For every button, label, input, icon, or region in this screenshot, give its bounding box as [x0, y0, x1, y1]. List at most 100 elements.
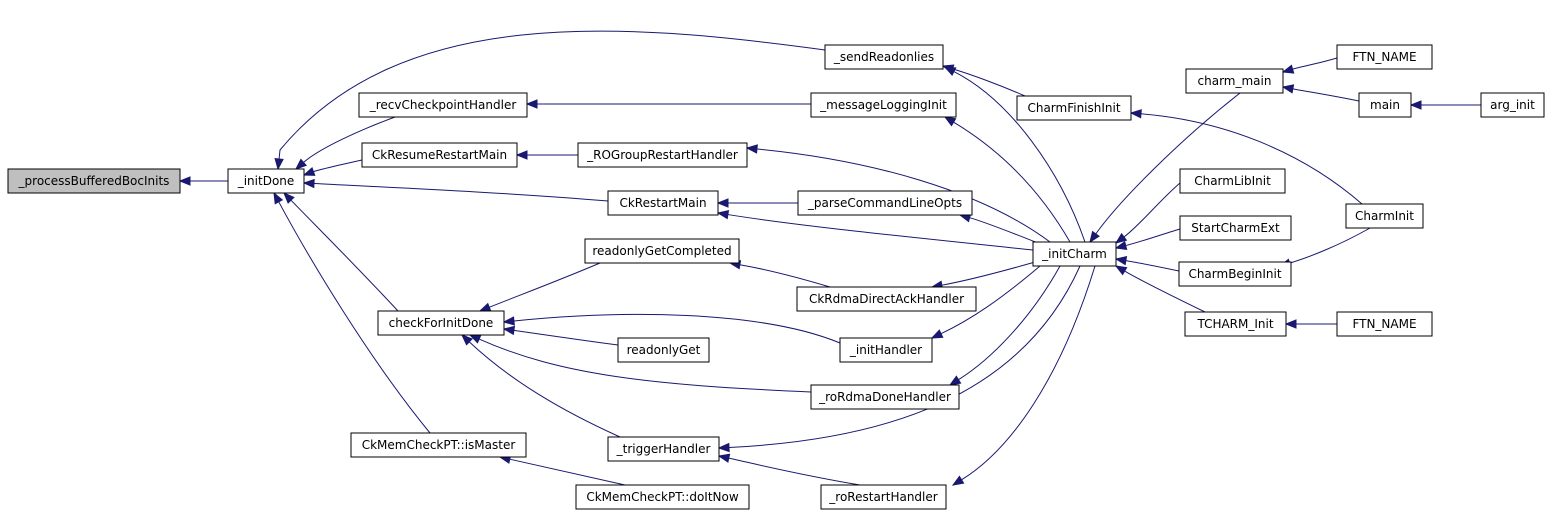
node-CharmInit[interactable]: CharmInit — [1345, 203, 1424, 229]
node-box — [810, 92, 957, 118]
node-CkRdmaDirectAckHandler[interactable]: CkRdmaDirectAckHandler — [796, 286, 977, 312]
node-box — [1358, 92, 1412, 118]
node-isMaster[interactable]: CkMemCheckPT::isMaster — [350, 432, 527, 458]
node-TCHARM_Init[interactable]: TCHARM_Init — [1184, 311, 1287, 337]
edge-initCharm-to-ROGroupRestartHandler — [745, 144, 1051, 243]
edges-layer — [178, 30, 1481, 486]
node-box — [1345, 203, 1424, 229]
node-FTN_NAME_2[interactable]: FTN_NAME — [1336, 311, 1433, 337]
node-label: _parseCommandLineOpts — [807, 196, 962, 210]
node-label: CkMemCheckPT::isMaster — [362, 438, 516, 452]
edge-CharmInit-to-CharmBeginInit — [1278, 227, 1371, 268]
node-initCharm[interactable]: _initCharm — [1032, 241, 1117, 267]
arrowhead — [943, 66, 957, 76]
node-box — [584, 238, 740, 264]
edge-initHandler-to-checkForInitDone — [502, 313, 841, 344]
node-box — [1480, 92, 1545, 118]
node-label: _roRestartHandler — [828, 490, 937, 504]
node-label: _initDone — [237, 174, 295, 188]
arrowhead — [1129, 109, 1142, 119]
arrowhead — [1114, 256, 1128, 266]
node-StartCharmExt[interactable]: StartCharmExt — [1179, 215, 1292, 241]
node-box — [607, 436, 720, 462]
node-parseCommandLineOpts[interactable]: _parseCommandLineOpts — [797, 190, 973, 216]
arrowhead — [1409, 100, 1422, 110]
node-label: CharmBeginInit — [1188, 267, 1281, 281]
node-label: checkForInitDone — [389, 316, 494, 330]
node-recvCheckpointHandler[interactable]: _recvCheckpointHandler — [358, 92, 528, 118]
edge-ROGroupRestartHandler-to-CkResumeRestartMain — [515, 150, 578, 160]
node-triggerHandler[interactable]: _triggerHandler — [607, 436, 720, 462]
node-CkResumeRestartMain[interactable]: CkResumeRestartMain — [361, 142, 518, 168]
arrowhead — [1089, 230, 1100, 244]
node-box — [377, 310, 505, 336]
node-label: CharmLibInit — [1194, 174, 1271, 188]
node-ROGroupRestartHandler[interactable]: _ROGroupRestartHandler — [577, 142, 748, 168]
edge-initCharm-to-sendReadonlies — [943, 66, 1086, 243]
node-label: CkRdmaDirectAckHandler — [809, 292, 964, 306]
arrowhead — [716, 198, 729, 208]
edge-initCharm-to-parseCommandLineOpts — [958, 213, 1039, 244]
node-box — [1178, 261, 1292, 287]
arrowhead — [930, 329, 944, 339]
edge-CkRdmaDirectAckHandler-to-readonlyGetCompleted — [728, 260, 831, 288]
node-box — [575, 484, 750, 510]
node-CkRestartMain[interactable]: CkRestartMain — [607, 190, 719, 216]
arrowhead — [948, 375, 962, 386]
node-label: TCHARM_Init — [1196, 317, 1273, 331]
node-box — [1032, 241, 1117, 267]
node-CharmLibInit[interactable]: CharmLibInit — [1179, 168, 1286, 194]
arrowhead — [1281, 64, 1295, 74]
node-box — [824, 44, 944, 70]
node-processBufferedBocInits[interactable]: _processBufferedBocInits — [7, 168, 181, 194]
node-box — [1016, 95, 1132, 121]
node-main[interactable]: main — [1358, 92, 1412, 118]
node-roRestartHandler[interactable]: _roRestartHandler — [820, 484, 947, 510]
arrowhead — [943, 116, 957, 127]
node-doItNow[interactable]: CkMemCheckPT::doItNow — [575, 484, 750, 510]
node-roRdmaDoneHandler[interactable]: _roRdmaDoneHandler — [810, 384, 960, 410]
edge-initCharm-to-messageLoggingInit — [943, 116, 1071, 243]
node-charm_main[interactable]: charm_main — [1185, 68, 1284, 94]
node-CharmFinishInit[interactable]: CharmFinishInit — [1016, 95, 1132, 121]
edge-initCharm-to-CkRdmaDirectAckHandler — [930, 261, 1036, 290]
node-initDone[interactable]: _initDone — [227, 168, 305, 194]
edge-initDone-to-processBufferedBocInits — [178, 176, 228, 186]
node-messageLoggingInit[interactable]: _messageLoggingInit — [810, 92, 957, 118]
edge-readonlyGetCompleted-to-checkForInitDone — [478, 262, 601, 312]
node-label: readonlyGet — [627, 343, 701, 357]
node-FTN_NAME_1[interactable]: FTN_NAME — [1336, 44, 1433, 70]
node-initHandler[interactable]: _initHandler — [839, 337, 933, 363]
node-box — [227, 168, 305, 194]
node-box — [361, 142, 518, 168]
arrowhead — [1114, 265, 1128, 276]
node-label: CkRestartMain — [619, 196, 706, 210]
node-checkForInitDone[interactable]: checkForInitDone — [377, 310, 505, 336]
node-readonlyGet[interactable]: readonlyGet — [617, 337, 710, 363]
edge-arg_init-to-main — [1409, 100, 1481, 110]
node-label: _sendReadonlies — [833, 50, 934, 64]
arrowhead — [1281, 84, 1295, 94]
edge-initCharm-to-roRdmaDoneHandler — [948, 265, 1061, 386]
arrowhead — [716, 209, 730, 220]
node-label: CharmInit — [1355, 209, 1414, 223]
edge-doItNow-to-isMaster — [498, 454, 626, 486]
node-readonlyGetCompleted[interactable]: readonlyGetCompleted — [584, 238, 740, 264]
arrowhead — [461, 334, 473, 346]
node-arg_init[interactable]: arg_init — [1480, 92, 1545, 118]
node-box — [577, 142, 748, 168]
node-label: FTN_NAME — [1352, 317, 1416, 331]
edge-CharmBeginInit-to-initCharm — [1114, 256, 1180, 272]
arrowhead — [1114, 240, 1128, 251]
node-box — [1179, 168, 1286, 194]
node-box — [820, 484, 947, 510]
node-CharmBeginInit[interactable]: CharmBeginInit — [1178, 261, 1292, 287]
node-sendReadonlies[interactable]: _sendReadonlies — [824, 44, 944, 70]
edge-main-to-charm_main — [1281, 84, 1360, 102]
edge-isMaster-to-initDone — [273, 191, 431, 434]
arrowhead — [1284, 319, 1297, 329]
node-label: StartCharmExt — [1191, 221, 1280, 235]
edge-roRestartHandler-to-triggerHandler — [717, 453, 861, 486]
node-box — [7, 168, 181, 194]
arrowhead — [273, 191, 284, 205]
